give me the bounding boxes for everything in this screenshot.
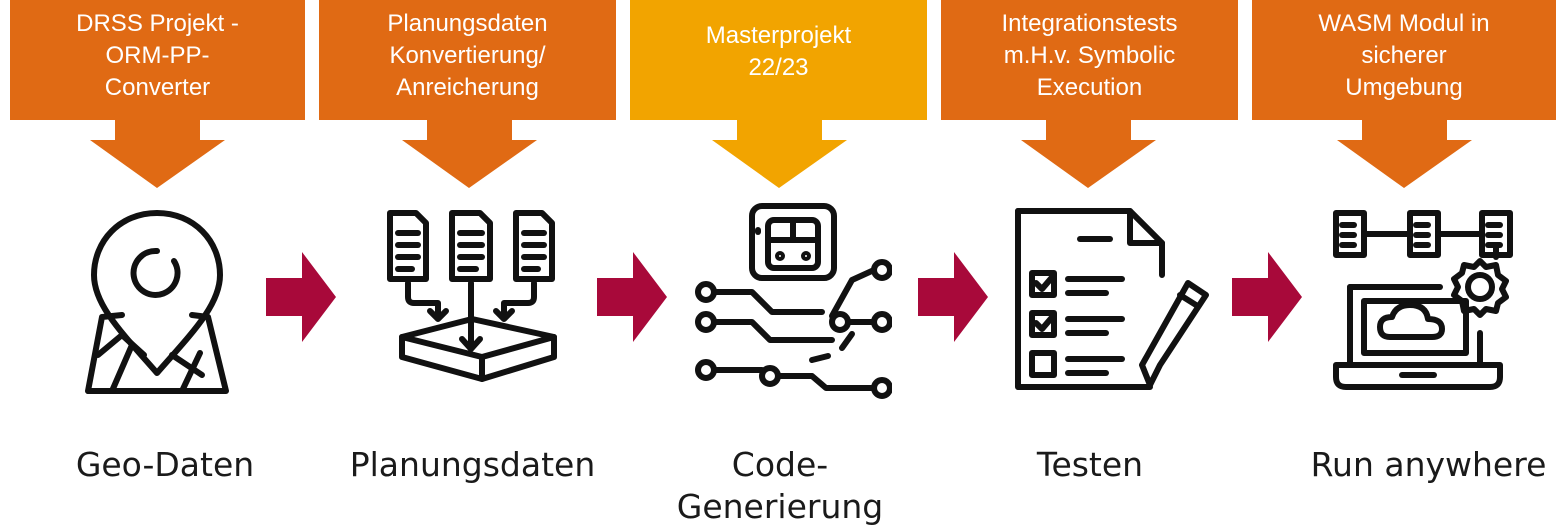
stage-label-5: Run anywhere xyxy=(1310,445,1547,484)
stage-label-3: Code- Generierung xyxy=(676,445,884,526)
map-pin-icon xyxy=(85,210,229,394)
header-text-3: Masterprojekt 22/23 xyxy=(705,22,852,81)
flow-arrow-4 xyxy=(1232,252,1302,342)
header-text-5: WASM Modul in sicherer Umgebung xyxy=(1318,10,1490,101)
header-box-4 xyxy=(941,0,1238,188)
header-box-1 xyxy=(10,0,305,188)
cloud-laptop-icon xyxy=(1333,210,1513,390)
header-text-4: Integrationstests m.H.v. Symbolic Execut… xyxy=(1001,10,1178,101)
stage-label-2: Planungsdaten xyxy=(349,445,596,484)
train-network-icon xyxy=(695,203,892,399)
header-box-2 xyxy=(319,0,616,188)
stage-label-4: Testen xyxy=(1036,445,1144,484)
header-box-5 xyxy=(1252,0,1556,188)
flow-arrow-3 xyxy=(918,252,988,342)
header-shapes xyxy=(10,0,1556,188)
header-box-3 xyxy=(630,0,927,188)
header-text-2: Planungsdaten Konvertierung/ Anreicherun… xyxy=(387,10,548,101)
flow-arrow-1 xyxy=(266,252,336,342)
stage-label-1: Geo-Daten xyxy=(75,445,255,484)
header-text-1: DRSS Projekt - ORM-PP- Converter xyxy=(76,10,239,101)
flow-arrow-2 xyxy=(597,252,667,342)
checklist-icon xyxy=(1015,208,1209,390)
documents-merge-icon xyxy=(387,210,557,382)
